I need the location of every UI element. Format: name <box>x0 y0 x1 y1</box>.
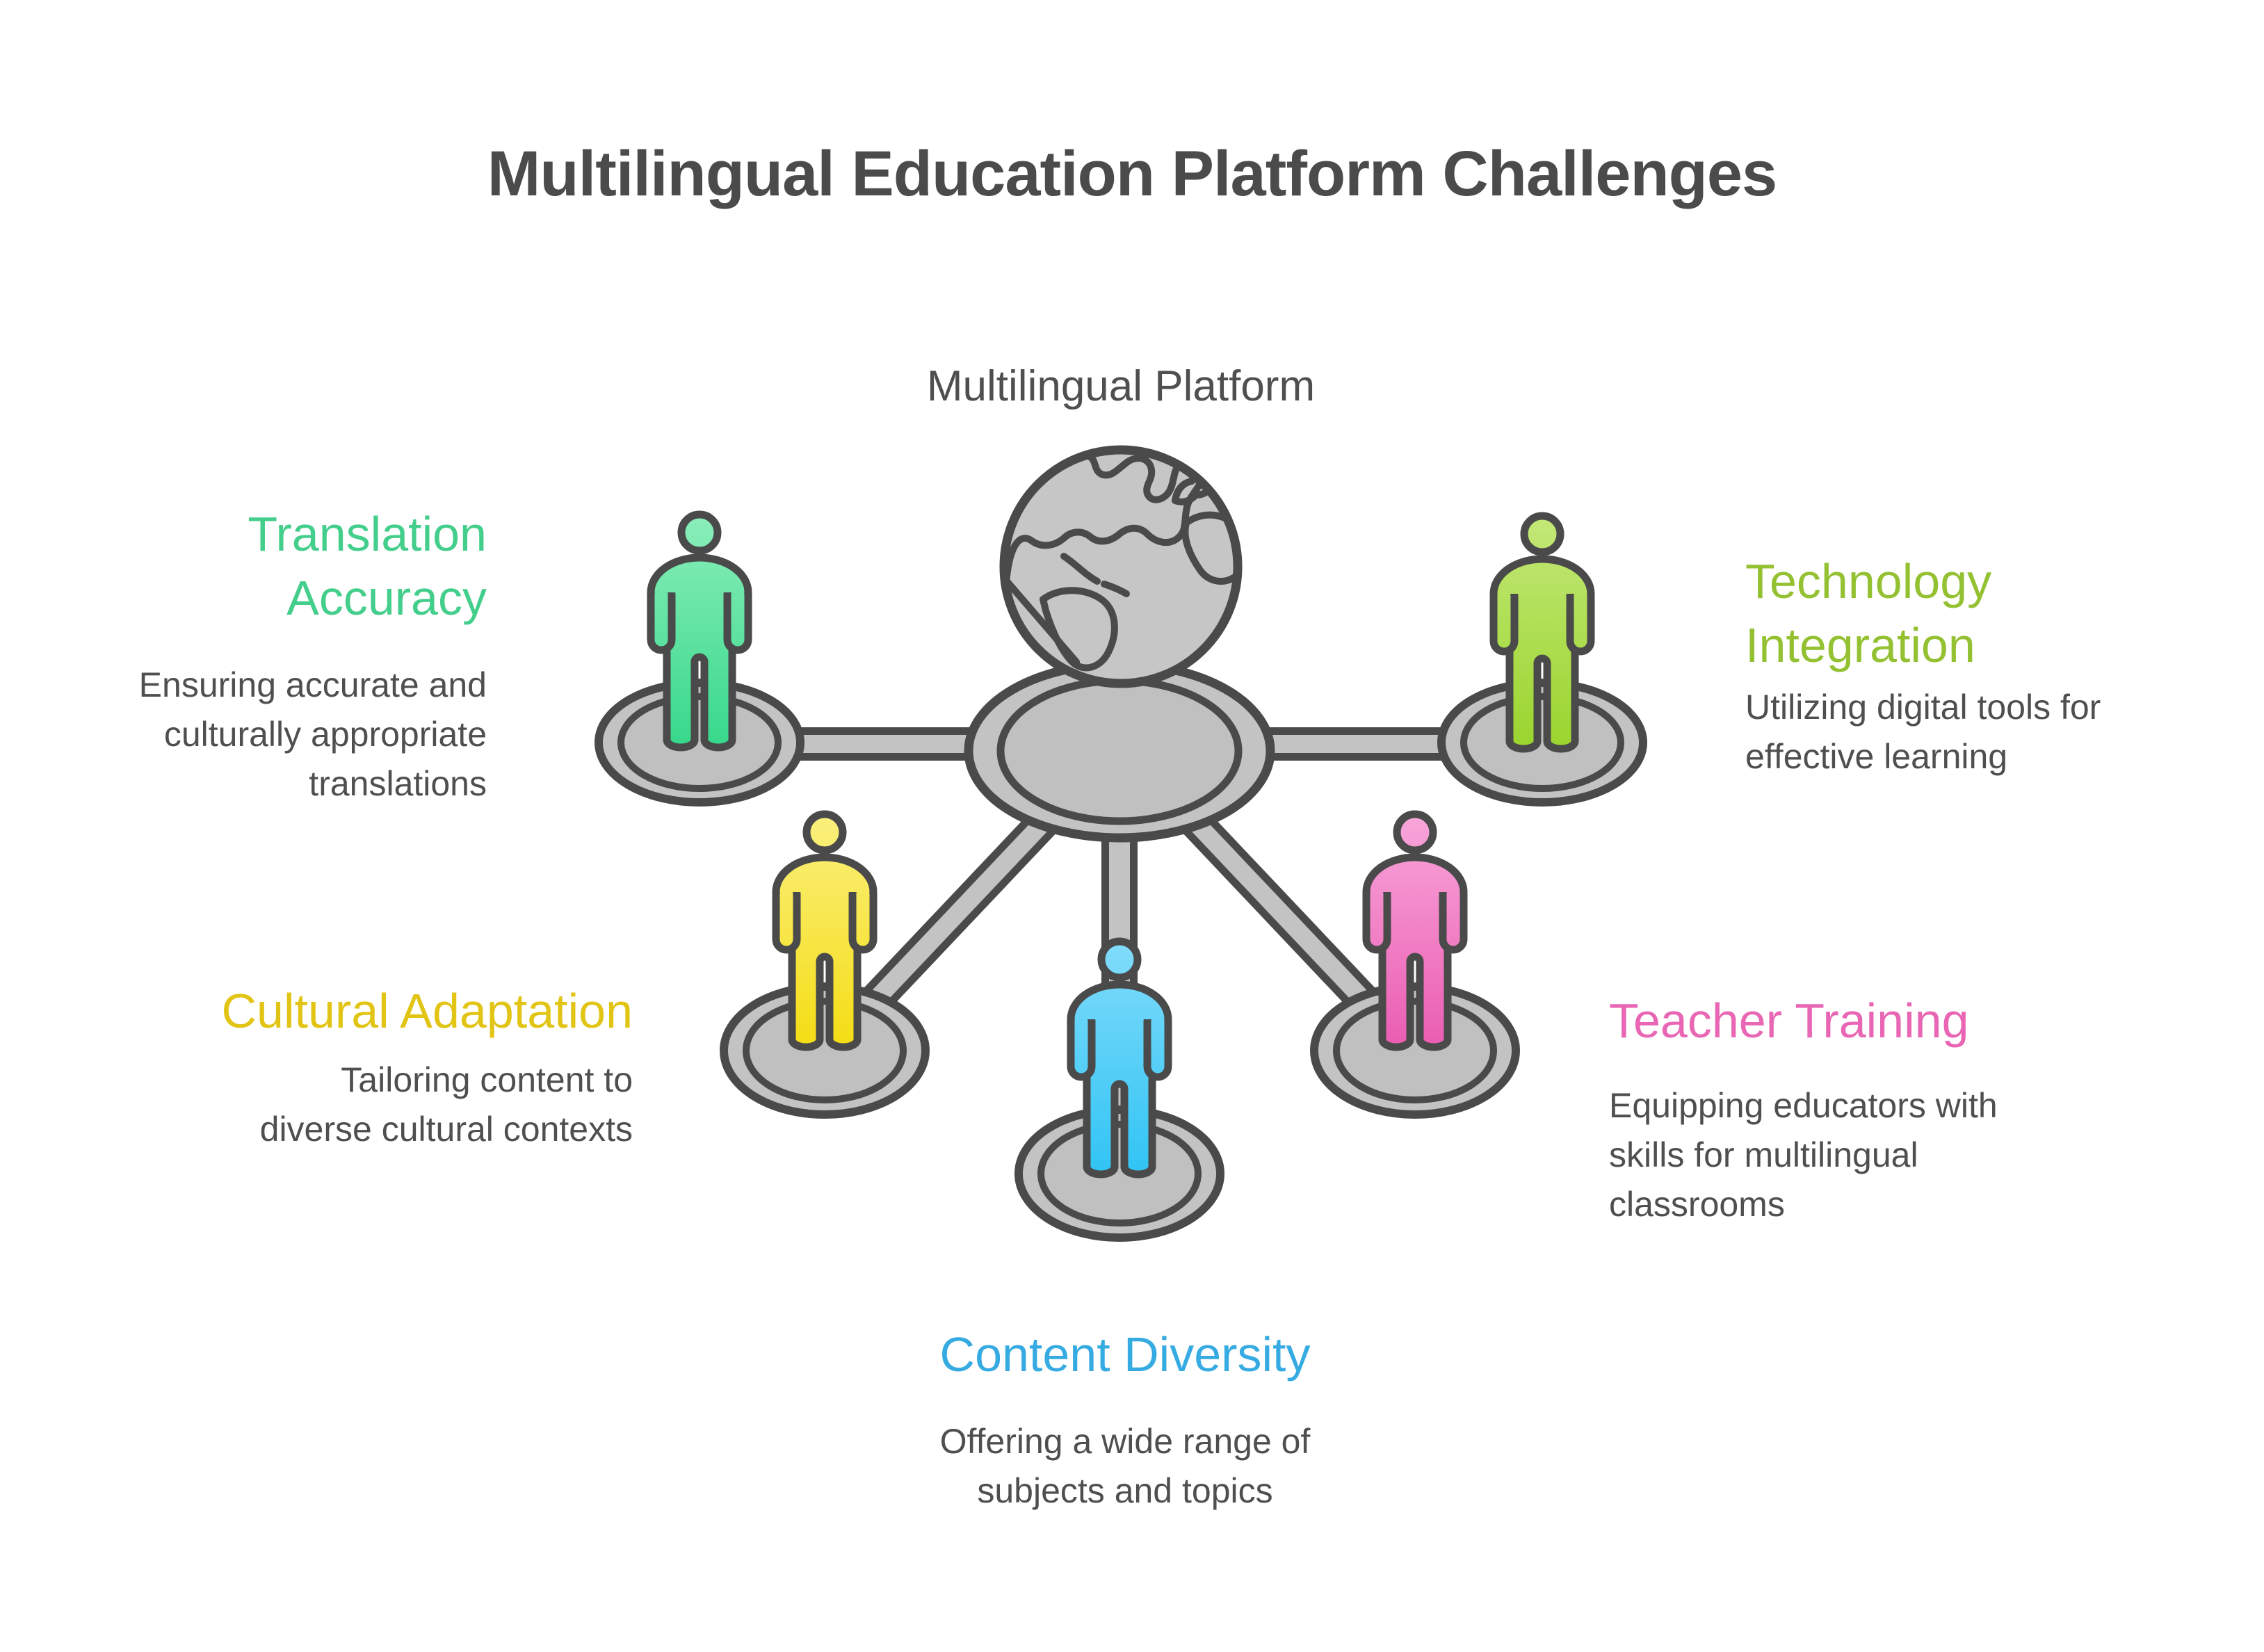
platform-translation-accuracy <box>595 679 804 807</box>
node-label-teacher-training: Teacher Training <box>1609 994 1969 1048</box>
node-label-content-diversity: Content Diversity <box>939 1327 1311 1382</box>
globe-icon <box>999 445 1243 688</box>
node-label-translation-accuracy: Translation Accuracy <box>248 507 487 626</box>
node-label-cultural-adaptation: Cultural Adaptation <box>221 984 633 1038</box>
node-description-technology-integration: Utilizing digital tools for effective le… <box>1745 688 2101 776</box>
page-title: Multilingual Education Platform Challeng… <box>487 138 1777 209</box>
platform-technology-integration <box>1437 679 1647 807</box>
platform-cultural-adaptation <box>720 982 930 1119</box>
platform-teacher-training <box>1310 982 1520 1119</box>
node-description-cultural-adaptation: Tailoring content to diverse cultural co… <box>259 1060 633 1149</box>
node-description-teacher-training: Equipping educators with skills for mult… <box>1609 1086 1998 1224</box>
node-label-technology-integration: Technology Integration <box>1745 554 1992 673</box>
hub-label: Multilingual Platform <box>926 362 1316 410</box>
node-description-translation-accuracy: Ensuring accurate and culturally appropr… <box>138 665 487 803</box>
node-description-content-diversity: Offering a wide range of subjects and to… <box>939 1422 1311 1510</box>
hub-platform <box>964 659 1275 843</box>
platform-content-diversity <box>1014 1106 1224 1242</box>
